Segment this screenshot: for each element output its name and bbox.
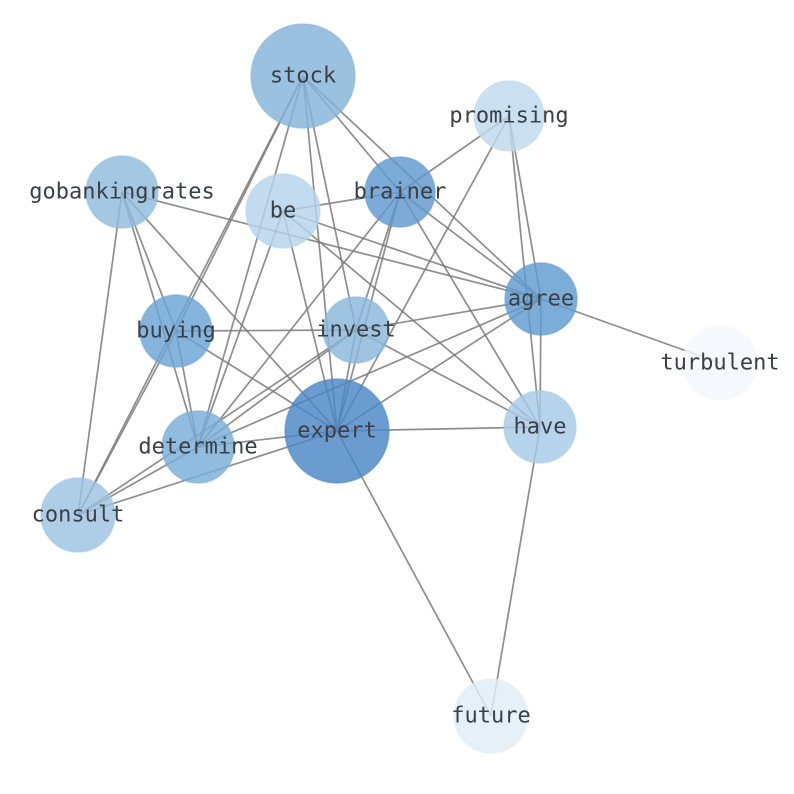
node-label-agree: agree [508,287,574,312]
node-circle-brainer [364,156,436,228]
edge-gobankingrates-agree [121,191,542,300]
node-label-expert: expert [297,419,376,444]
node-label-be: be [270,199,297,224]
node-circle-consult [40,477,116,553]
edge-have-future [490,426,541,717]
edge-expert-future [336,430,492,717]
edge-be-have [282,210,541,428]
node-label-turbulent: turbulent [660,351,779,376]
edge-gobankingrates-consult [77,191,123,516]
node-label-determine: determine [138,435,257,460]
edge-promising-expert [336,115,510,432]
node-label-brainer: brainer [354,180,447,205]
node-label-gobankingrates: gobankingrates [29,180,214,205]
node-circle-promising [473,80,545,152]
edge-stock-expert [302,75,338,432]
node-circle-invest [322,296,390,364]
node-circle-have [503,390,577,464]
edge-brainer-have [399,191,541,428]
labels-layer: stock promising gobankingrates brainer be agr… [29,64,779,729]
node-label-promising: promising [449,104,568,129]
node-label-have: have [514,415,567,440]
edge-gobankingrates-expert [121,191,338,432]
node-label-buying: buying [136,319,215,344]
node-circle-gobankingrates [85,155,159,229]
node-circle-agree [504,262,578,336]
edge-brainer-determine [197,191,401,448]
node-label-future: future [451,704,530,729]
nodes-layer [40,23,758,754]
node-circle-future [453,678,529,754]
node-label-invest: invest [316,318,395,343]
edge-stock-consult [77,75,304,516]
node-label-stock: stock [270,64,336,89]
node-circle-turbulent [682,325,758,401]
node-label-consult: consult [32,503,125,528]
node-circle-buying [139,294,213,368]
edge-be-agree [282,210,542,300]
edge-stock-determine [197,75,304,448]
edge-agree-determine [197,298,542,448]
node-circle-expert [284,378,390,484]
edge-be-determine [197,210,284,448]
node-circle-determine [161,410,235,484]
node-circle-stock [250,23,356,129]
node-circle-be [245,173,321,249]
